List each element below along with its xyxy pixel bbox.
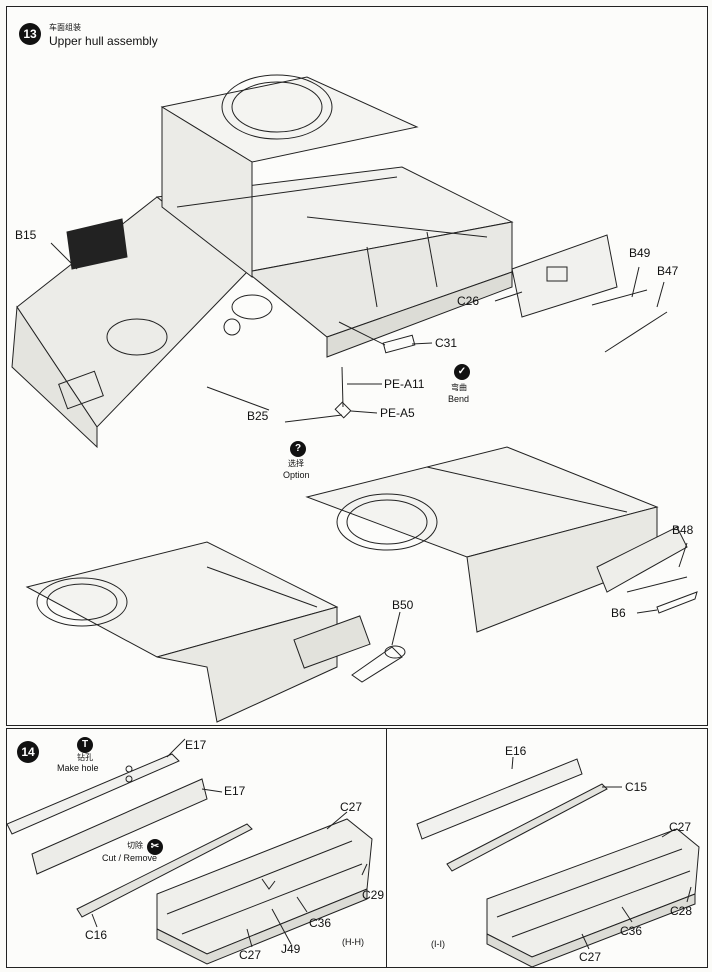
step-13-panel: 13 车面组装 Upper hull assembly B15 C26 B49 … <box>6 6 708 726</box>
part-label-b6: B6 <box>611 606 626 620</box>
part-label-b15: B15 <box>15 228 37 242</box>
bend-label-cn: 弯曲 <box>451 383 467 392</box>
rear-plate-c26 <box>511 234 618 318</box>
make-hole-icon: T <box>77 737 93 753</box>
part-label-c26: C26 <box>457 294 480 308</box>
part-label-c36: C36 <box>620 924 643 938</box>
part-label-c16: C16 <box>85 928 108 942</box>
step-13-badge: 13 <box>19 23 41 45</box>
part-label-c36: C36 <box>309 916 332 930</box>
section-label-h-h: (H-H) <box>342 937 364 947</box>
upper-hull-drawing <box>11 74 698 723</box>
strip-c15 <box>446 783 608 872</box>
part-label-c31: C31 <box>435 336 458 350</box>
part-label-e17-mid: E17 <box>224 784 246 798</box>
part-label-c27-bottom: C27 <box>579 950 602 964</box>
section-label-i-i: (I-I) <box>431 939 445 949</box>
part-c31-shape <box>382 334 416 354</box>
turret-deck-side <box>161 106 253 279</box>
cut-remove-icon: ✂ <box>147 839 163 855</box>
strip-c16 <box>76 823 253 918</box>
bend-label: Bend <box>448 394 470 404</box>
part-label-e16: E16 <box>505 744 527 758</box>
hull-side-panel <box>326 271 513 358</box>
cut-label-cn: 切除 <box>127 841 143 850</box>
make-hole-label: Make hole <box>57 763 99 773</box>
hatch-right <box>231 294 273 320</box>
part-label-c27-top: C27 <box>340 800 363 814</box>
vision-block <box>58 370 104 410</box>
turret-ring <box>221 74 333 140</box>
engine-grille <box>66 218 128 270</box>
part-label-b25: B25 <box>247 409 269 423</box>
option-label: Option <box>283 470 310 480</box>
hull-left-front <box>11 305 98 449</box>
part-label-c28: C28 <box>670 904 693 918</box>
part-label-b50: B50 <box>392 598 414 612</box>
option-label-cn: 选择 <box>288 459 304 468</box>
step-14-badge: 14 <box>17 741 39 763</box>
hatch-left <box>106 318 168 356</box>
step-13-title: Upper hull assembly <box>49 34 158 48</box>
step-13-title-cn: 车面组装 <box>49 23 81 32</box>
fender-plate-e16 <box>416 758 583 840</box>
step-14-right-panel: E16 C15 C27 C28 C36 C27 (I-I) <box>386 728 708 968</box>
part-label-j49: J49 <box>281 942 301 956</box>
step-14-left-panel: 14 T 钻孔 Make hole ✂ 切除 Cut / Remove E17 … <box>6 728 388 968</box>
part-label-b48: B48 <box>672 523 694 537</box>
part-label-e17-top: E17 <box>185 738 207 752</box>
fender-right-drawing <box>416 756 700 967</box>
part-label-c27-top: C27 <box>669 820 692 834</box>
option-icon: ? <box>290 441 306 457</box>
part-label-c15: C15 <box>625 780 648 794</box>
fender-left-drawing <box>7 738 373 965</box>
part-label-pe-a11: PE-A11 <box>384 377 425 391</box>
cut-label: Cut / Remove <box>102 853 158 863</box>
part-label-b49: B49 <box>629 246 651 260</box>
part-label-c27-bottom: C27 <box>239 948 262 962</box>
fender-plate-e17-upper <box>7 753 180 835</box>
bend-icon: ✓ <box>454 364 470 380</box>
make-hole-label-cn: 钻孔 <box>77 753 93 762</box>
part-label-b47: B47 <box>657 264 679 278</box>
part-label-c29: C29 <box>362 888 385 902</box>
part-label-pe-a5: PE-A5 <box>380 406 415 420</box>
fender-plate-e17-lower <box>31 778 208 875</box>
